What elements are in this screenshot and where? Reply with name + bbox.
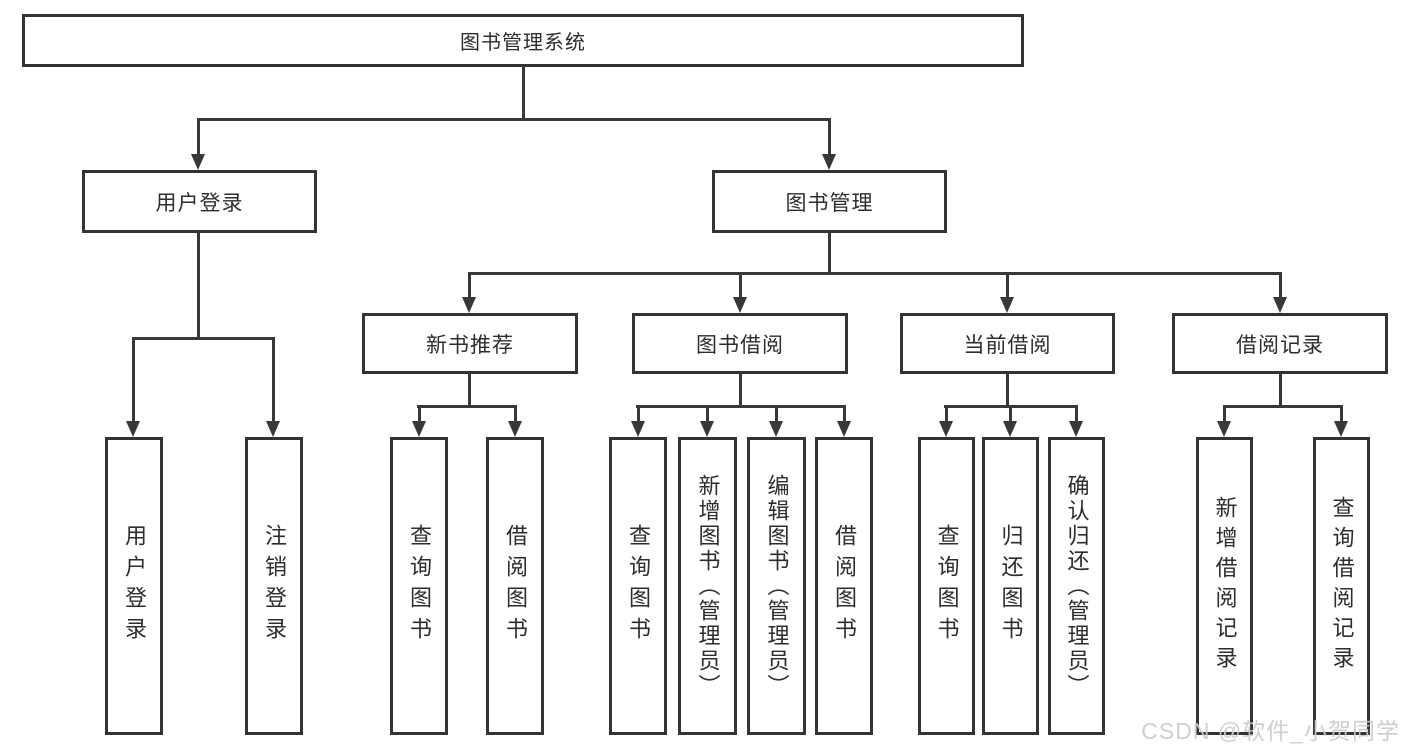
leaf-edit-books-admin: 编辑图书（管理员） [747, 437, 806, 735]
node-book-management: 图书管理 [712, 170, 947, 233]
leaf-add-books-admin: 新增图书（管理员） [678, 437, 737, 735]
leaf-borrow-query-books-label: 查询图书 [626, 524, 651, 648]
leaf-borrow-query-books: 查询图书 [609, 437, 667, 735]
arrow-down-icon [1000, 297, 1014, 313]
leaf-recommend-borrow-books-label: 借阅图书 [503, 524, 528, 648]
leaf-edit-books-admin-label: 编辑图书（管理员） [764, 473, 790, 699]
connector-line [1279, 374, 1282, 405]
connector-line [1340, 405, 1343, 422]
connector-line [706, 405, 709, 422]
node-new-book-recommend: 新书推荐 [362, 313, 578, 374]
node-borrow-records: 借阅记录 [1172, 313, 1388, 374]
leaf-query-borrow-record-label: 查询借阅记录 [1329, 496, 1355, 676]
leaf-recommend-borrow-books: 借阅图书 [486, 437, 544, 735]
arrow-down-icon [266, 421, 280, 437]
arrow-down-icon [939, 421, 953, 437]
leaf-current-query-books-label: 查询图书 [934, 524, 960, 648]
connector-line [828, 233, 831, 272]
node-user-login-label: 用户登录 [155, 191, 244, 215]
node-book-management-label: 图书管理 [785, 191, 874, 215]
leaf-user-login: 用户登录 [105, 437, 163, 735]
connector-line [468, 272, 471, 298]
node-borrow-records-label: 借阅记录 [1236, 333, 1324, 357]
connector-line [197, 118, 831, 121]
arrow-down-icon [1069, 421, 1083, 437]
leaf-user-login-label: 用户登录 [122, 524, 147, 648]
connector-line [132, 337, 135, 422]
arrow-down-icon [191, 154, 205, 170]
connector-line [843, 405, 846, 422]
connector-line [272, 337, 275, 422]
leaf-logout: 注销登录 [245, 437, 303, 735]
node-current-borrowing: 当前借阅 [900, 313, 1115, 374]
arrow-down-icon [631, 421, 645, 437]
connector-line [636, 405, 846, 408]
connector-line [1009, 405, 1012, 422]
leaf-borrow-books-label: 借阅图书 [832, 524, 857, 648]
connector-line [775, 405, 778, 422]
connector-line [1279, 272, 1282, 298]
leaf-recommend-query-books: 查询图书 [390, 437, 448, 735]
connector-line [418, 405, 421, 422]
connector-line [417, 405, 517, 408]
connector-line [1006, 272, 1009, 298]
arrow-down-icon [412, 421, 426, 437]
node-new-book-recommend-label: 新书推荐 [426, 333, 514, 357]
connector-line [637, 405, 640, 422]
leaf-recommend-query-books-label: 查询图书 [407, 524, 432, 648]
arrow-down-icon [1334, 421, 1348, 437]
connector-line [945, 405, 948, 422]
arrow-down-icon [733, 297, 747, 313]
node-user-login: 用户登录 [82, 170, 317, 233]
node-current-borrowing-label: 当前借阅 [963, 333, 1052, 357]
arrow-down-icon [822, 154, 836, 170]
leaf-current-query-books: 查询图书 [918, 437, 975, 735]
arrow-down-icon [1003, 421, 1017, 437]
leaf-logout-label: 注销登录 [262, 524, 287, 648]
node-book-borrowing: 图书借阅 [632, 313, 848, 374]
connector-line [1006, 374, 1009, 405]
leaf-add-books-admin-label: 新增图书（管理员） [695, 473, 721, 699]
arrow-down-icon [1273, 297, 1287, 313]
leaf-confirm-return-admin: 确认归还（管理员） [1048, 437, 1105, 735]
connector-line [1223, 405, 1226, 422]
node-root-label: 图书管理系统 [460, 32, 586, 54]
arrow-down-icon [837, 421, 851, 437]
node-book-borrowing-label: 图书借阅 [696, 333, 784, 357]
connector-line [197, 118, 200, 156]
leaf-borrow-books: 借阅图书 [815, 437, 873, 735]
leaf-return-books-label: 归还图书 [998, 524, 1024, 648]
arrow-down-icon [769, 421, 783, 437]
leaf-add-borrow-record-label: 新增借阅记录 [1212, 496, 1238, 676]
connector-line [514, 405, 517, 422]
node-root: 图书管理系统 [22, 14, 1024, 67]
arrow-down-icon [508, 421, 522, 437]
watermark: CSDN @软件_小贺同学 [1141, 718, 1400, 744]
connector-line [522, 67, 525, 118]
leaf-return-books: 归还图书 [982, 437, 1039, 735]
connector-line [468, 374, 471, 405]
connector-line [739, 272, 742, 298]
connector-line [739, 374, 742, 405]
connector-line [132, 337, 275, 340]
arrow-down-icon [126, 421, 140, 437]
leaf-confirm-return-admin-label: 确认归还（管理员） [1064, 473, 1090, 699]
arrow-down-icon [700, 421, 714, 437]
leaf-query-borrow-record: 查询借阅记录 [1313, 437, 1370, 735]
arrow-down-icon [1217, 421, 1231, 437]
connector-line [1223, 405, 1343, 408]
leaf-add-borrow-record: 新增借阅记录 [1196, 437, 1253, 735]
connector-line [828, 118, 831, 156]
arrow-down-icon [462, 297, 476, 313]
connector-line [468, 272, 1282, 275]
connector-line [1075, 405, 1078, 422]
connector-line [197, 233, 200, 337]
